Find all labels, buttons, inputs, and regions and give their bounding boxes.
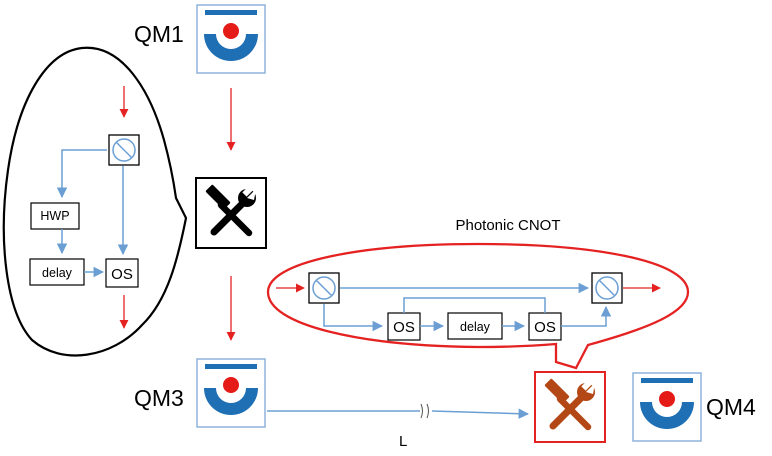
speech-bubble-cnot [266,242,690,370]
path-pbs-to-hwp [56,149,107,199]
hwp-box [30,202,80,230]
qm3-memory-icon [196,358,266,428]
os-left-label: OS [111,266,133,283]
os-box-cnot-1 [387,312,421,341]
qm3-label: QM3 [134,385,184,411]
link-to-tools-segment [431,408,530,419]
path-cnot-lower-in [323,304,384,332]
distance-break-icon [420,403,429,419]
photonic-cnot-title: Photonic CNOT [455,217,560,234]
hwp-label: HWP [40,209,69,223]
os-box-cnot-2 [528,312,562,341]
delay-cnot-label: delay [460,320,491,334]
path-os2-to-pbs [561,305,612,327]
beam-splitter-cnot-out [591,272,623,304]
speech-bubble-left [2,46,188,357]
delay-box-left [29,258,85,286]
os-cnot-1-label: OS [393,319,415,336]
path-os-bridge [403,297,546,313]
os-cnot-2-label: OS [534,319,556,336]
delay-left-label: delay [42,266,73,280]
os-box-left [105,258,139,288]
qm1-memory-icon [196,4,266,74]
beam-splitter-cnot-in [308,272,340,304]
qm4-memory-icon [632,372,702,442]
delay-box-cnot [447,312,503,340]
qm1-label: QM1 [134,21,184,47]
beam-splitter-left [108,134,140,166]
distance-label: L [399,433,407,450]
qm4-label: QM4 [706,394,756,420]
